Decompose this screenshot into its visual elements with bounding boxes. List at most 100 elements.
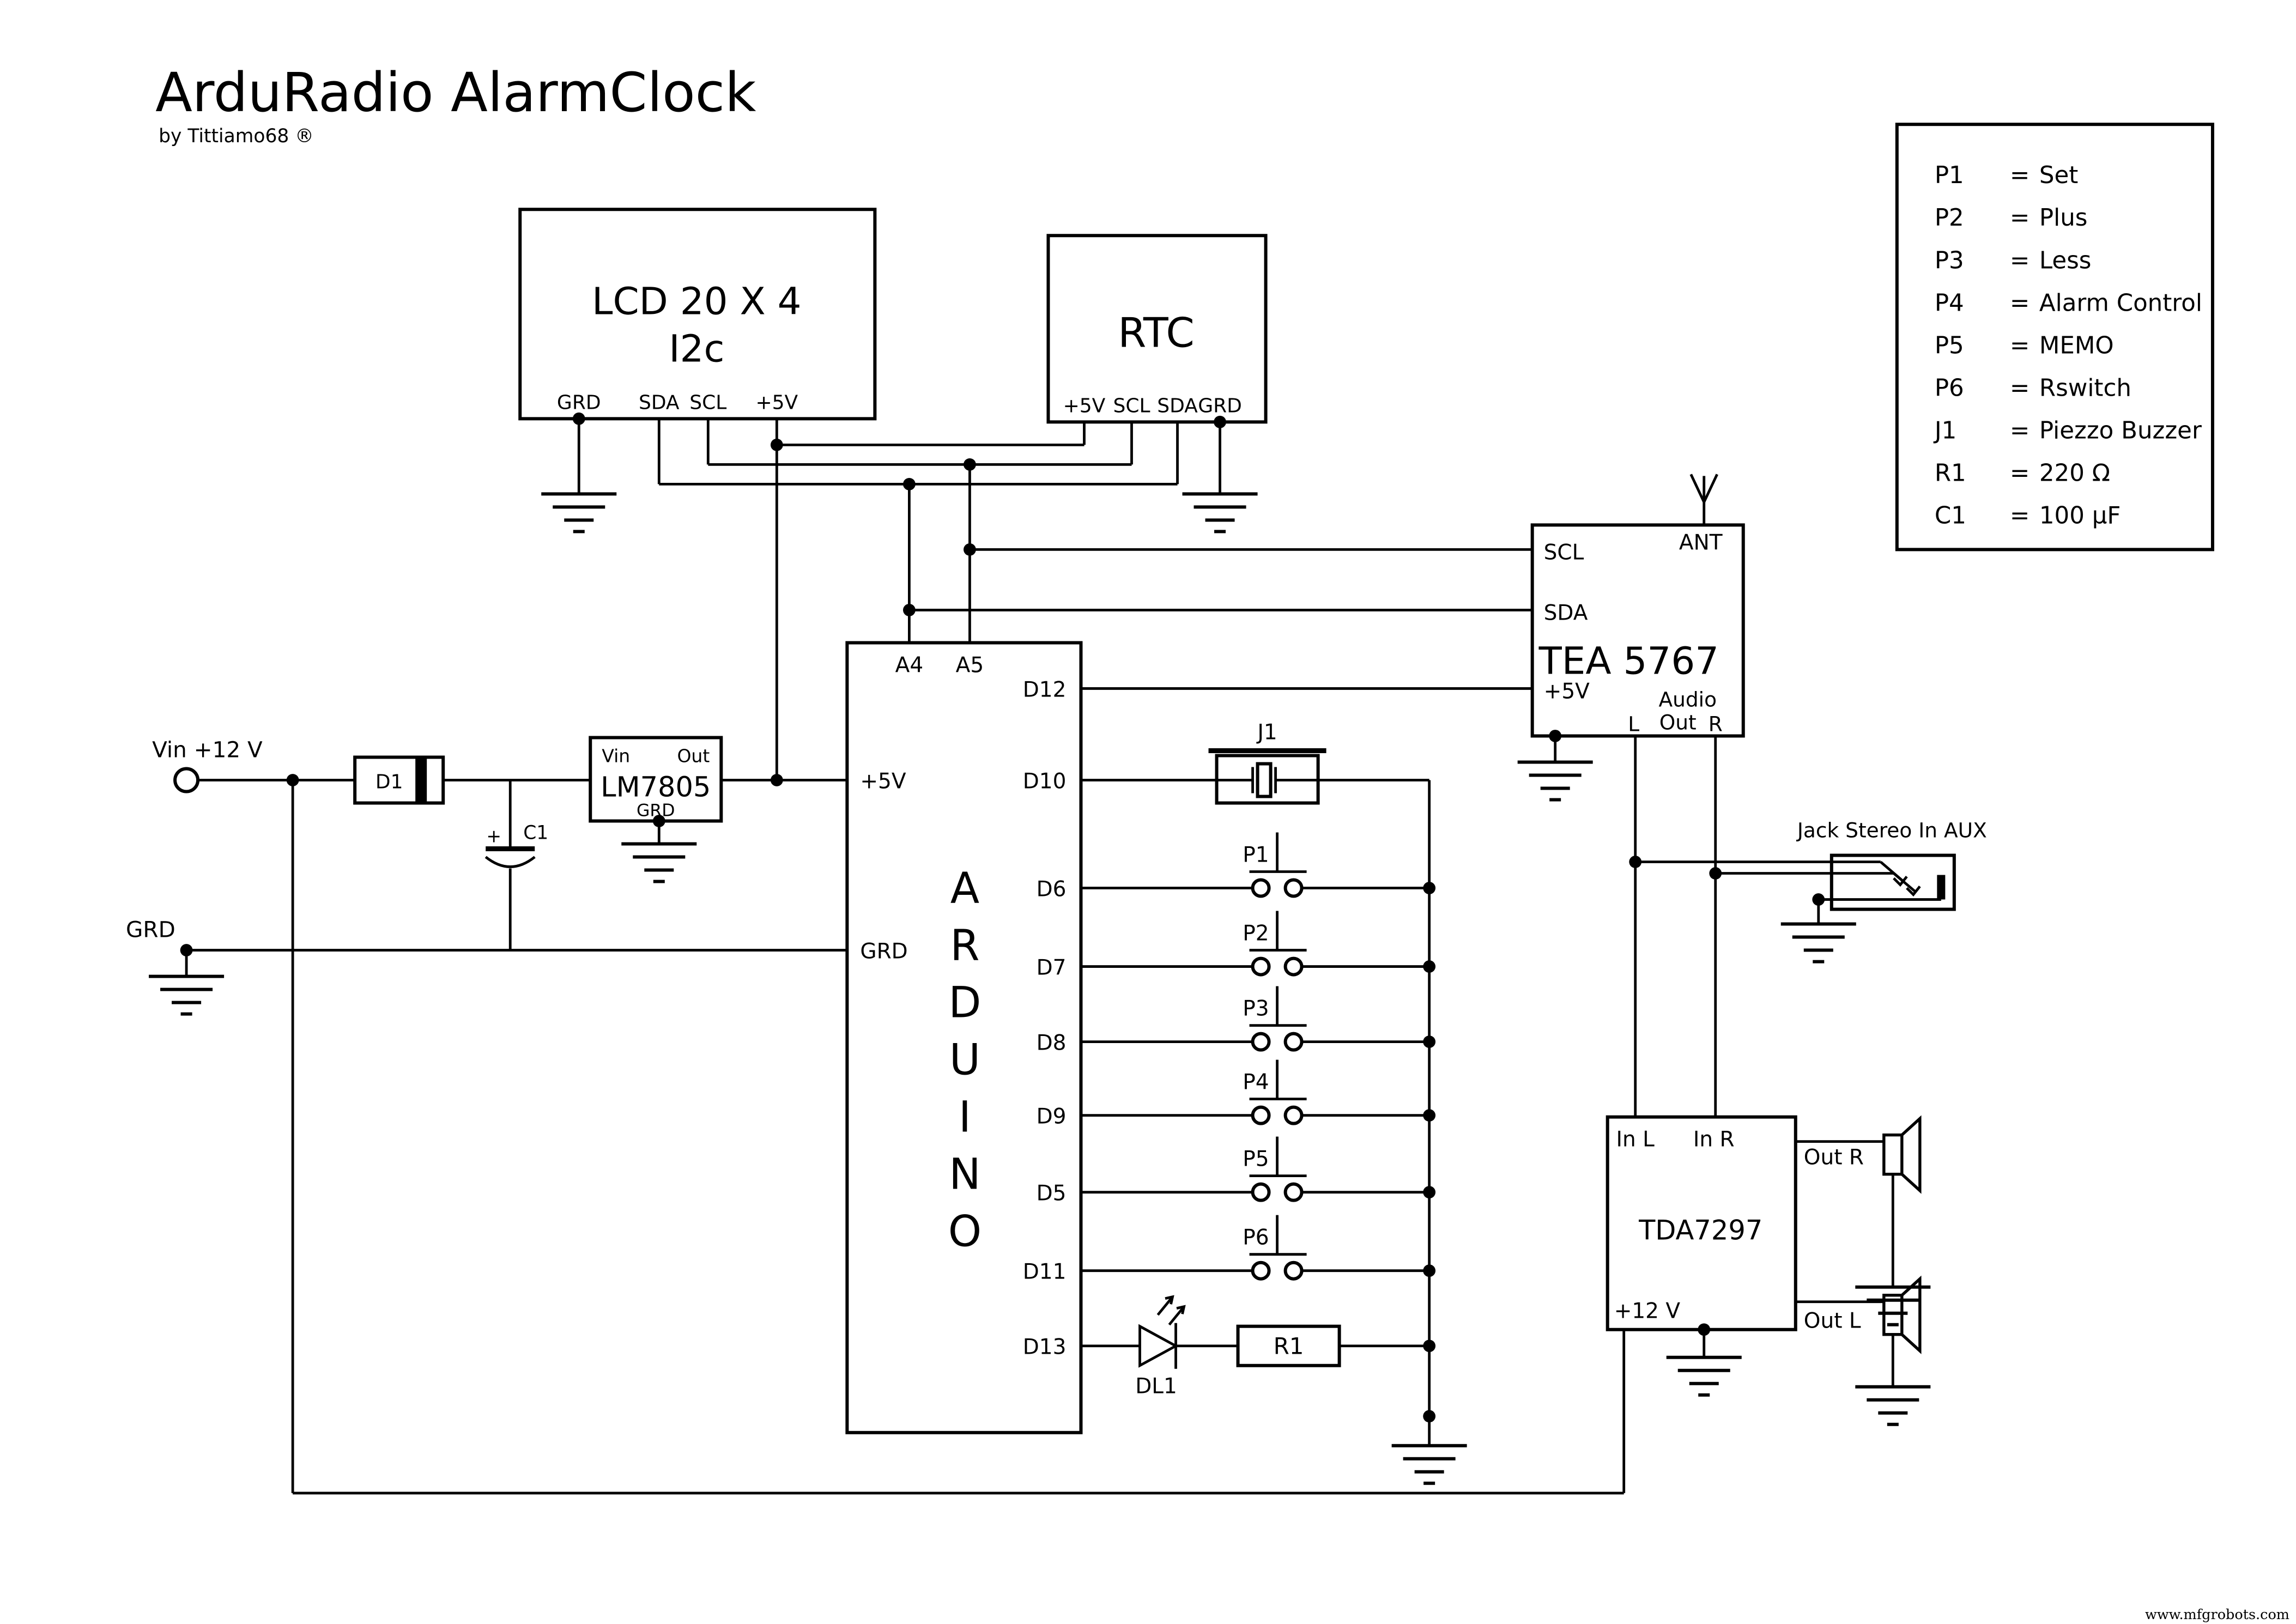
junction-dot bbox=[964, 458, 976, 471]
pushbutton-p1: P1 bbox=[1081, 832, 1429, 898]
ground-icon bbox=[1855, 1387, 1930, 1425]
vin-label: Vin +12 V bbox=[152, 736, 263, 762]
arduino-frame bbox=[845, 641, 1083, 1434]
svg-text:I: I bbox=[959, 1093, 971, 1142]
tea-pin-r: R bbox=[1709, 712, 1723, 736]
tda-pin-12v: +12 V bbox=[1614, 1299, 1681, 1324]
ground-icon bbox=[1518, 762, 1593, 799]
svg-text:D: D bbox=[948, 979, 981, 1028]
pushbutton-p4: P4 bbox=[1081, 1059, 1429, 1125]
junction-dot bbox=[902, 604, 916, 616]
legend-value: Plus bbox=[2039, 204, 2088, 232]
legend-eq: = bbox=[2010, 289, 2030, 317]
ground-icon bbox=[1183, 494, 1258, 531]
junction-dot bbox=[1629, 856, 1642, 868]
legend-value: Less bbox=[2039, 247, 2092, 274]
junction-dot bbox=[770, 438, 783, 451]
watermark: www.mfgrobots.com bbox=[2145, 1607, 2289, 1623]
junction-dot bbox=[1709, 867, 1722, 880]
tea-title: TEA 5767 bbox=[1538, 639, 1719, 683]
tda-pin-inr: In R bbox=[1693, 1128, 1735, 1152]
legend-eq: = bbox=[2010, 332, 2030, 359]
c1-label: C1 bbox=[523, 822, 548, 844]
vin-terminal bbox=[173, 767, 200, 793]
arduino-pin-a5: A5 bbox=[956, 653, 984, 677]
jack-block: Jack Stereo In AUX bbox=[1781, 819, 1987, 962]
p6-label: P6 bbox=[1243, 1226, 1269, 1250]
junction-dot bbox=[902, 477, 916, 490]
tea-out-label: Out bbox=[1659, 710, 1697, 734]
pushbutton-p2: P2 bbox=[1081, 911, 1429, 977]
lm7805-title: LM7805 bbox=[601, 771, 711, 803]
legend-name: P4 bbox=[1935, 289, 1964, 317]
ground-icon bbox=[541, 494, 616, 531]
page-title: ArduRadio AlarmClock bbox=[155, 62, 756, 124]
resistor-r1: R1 bbox=[1236, 1324, 1341, 1367]
legend-value: 100 µF bbox=[2039, 502, 2121, 529]
junction-dot bbox=[1423, 1186, 1436, 1199]
legend-name: C1 bbox=[1935, 502, 1966, 529]
p2-label: P2 bbox=[1243, 922, 1269, 946]
diode-d1: D1 bbox=[353, 755, 445, 805]
lm7805-pin-out: Out bbox=[677, 745, 710, 766]
junction-dot bbox=[1423, 1264, 1436, 1277]
rtc-title: RTC bbox=[1118, 308, 1194, 356]
legend-box: P1=Set P2=Plus P3=Less P4=Alarm Control … bbox=[1895, 123, 2214, 552]
rtc-frame bbox=[1046, 234, 1268, 424]
tea-pin-scl: SCL bbox=[1544, 540, 1584, 565]
junction-dots bbox=[180, 412, 1825, 1423]
arduino-pin-d5: D5 bbox=[1037, 1181, 1067, 1206]
antenna-icon bbox=[1689, 474, 1718, 525]
junction-dot bbox=[572, 412, 585, 425]
junction-dot bbox=[180, 944, 193, 956]
p3-label: P3 bbox=[1243, 997, 1269, 1021]
rtc-pin-5v: +5V bbox=[1063, 395, 1106, 417]
p5-label: P5 bbox=[1243, 1147, 1269, 1172]
legend-name: P5 bbox=[1935, 332, 1964, 359]
tea5767-block: SCL SDA +5V TEA 5767 ANT Audio Out L R bbox=[1518, 474, 1745, 799]
dl1-label: DL1 bbox=[1135, 1374, 1177, 1399]
junction-dot bbox=[1423, 1340, 1436, 1353]
legend-eq: = bbox=[2010, 374, 2030, 402]
legend-eq: = bbox=[2010, 459, 2030, 487]
pushbutton-p6: P6 bbox=[1081, 1215, 1429, 1281]
tda7297-block: In L In R TDA7297 +12 V Out R Out L bbox=[1606, 1115, 1931, 1425]
junction-dot bbox=[1214, 415, 1226, 428]
junction-dot bbox=[1423, 1035, 1436, 1049]
junction-dot bbox=[1423, 960, 1436, 973]
rtc-block: RTC +5V SCL SDA GRD bbox=[1046, 234, 1268, 531]
arduino-pin-d10: D10 bbox=[1023, 769, 1067, 793]
i2c-and-5v-bus-wires bbox=[657, 419, 1532, 780]
arduino-pin-d6: D6 bbox=[1037, 877, 1067, 902]
arduino-pin-5v: +5V bbox=[860, 769, 906, 793]
arduino-pin-a4: A4 bbox=[895, 653, 924, 677]
legend-name: P6 bbox=[1935, 374, 1964, 402]
legend-name: P1 bbox=[1935, 162, 1964, 189]
legend-eq: = bbox=[2010, 247, 2030, 274]
legend-eq: = bbox=[2010, 417, 2030, 444]
junction-dot bbox=[1698, 1323, 1711, 1336]
tea5767-frame bbox=[1530, 523, 1745, 738]
legend-value: 220 Ω bbox=[2039, 459, 2110, 487]
jack-label: Jack Stereo In AUX bbox=[1796, 819, 1987, 843]
p1-label: P1 bbox=[1243, 843, 1269, 868]
tea-pin-l: L bbox=[1628, 712, 1639, 736]
junction-dot bbox=[770, 774, 783, 786]
ground-icon bbox=[149, 977, 224, 1014]
legend-eq: = bbox=[2010, 204, 2030, 232]
diode-band bbox=[415, 757, 427, 803]
legend-value: Set bbox=[2039, 162, 2078, 189]
arduino-block: A4 A5 +5V GRD A R D U I N O D12 D10 D6 D… bbox=[845, 641, 1083, 1434]
svg-text:O: O bbox=[948, 1208, 982, 1257]
speaker-icon bbox=[1884, 1119, 1920, 1191]
tea-pin-sda: SDA bbox=[1544, 601, 1588, 625]
lcd-subtitle: I2c bbox=[669, 327, 724, 371]
grd-label: GRD bbox=[126, 917, 175, 943]
p4-label: P4 bbox=[1243, 1070, 1269, 1095]
lm7805-pin-vin: Vin bbox=[602, 745, 630, 766]
junction-dot bbox=[1423, 1410, 1436, 1423]
j1-label: J1 bbox=[1256, 720, 1277, 744]
tda-pin-outr: Out R bbox=[1804, 1146, 1864, 1170]
jack-frame bbox=[1829, 853, 1956, 911]
svg-text:A: A bbox=[950, 864, 979, 913]
